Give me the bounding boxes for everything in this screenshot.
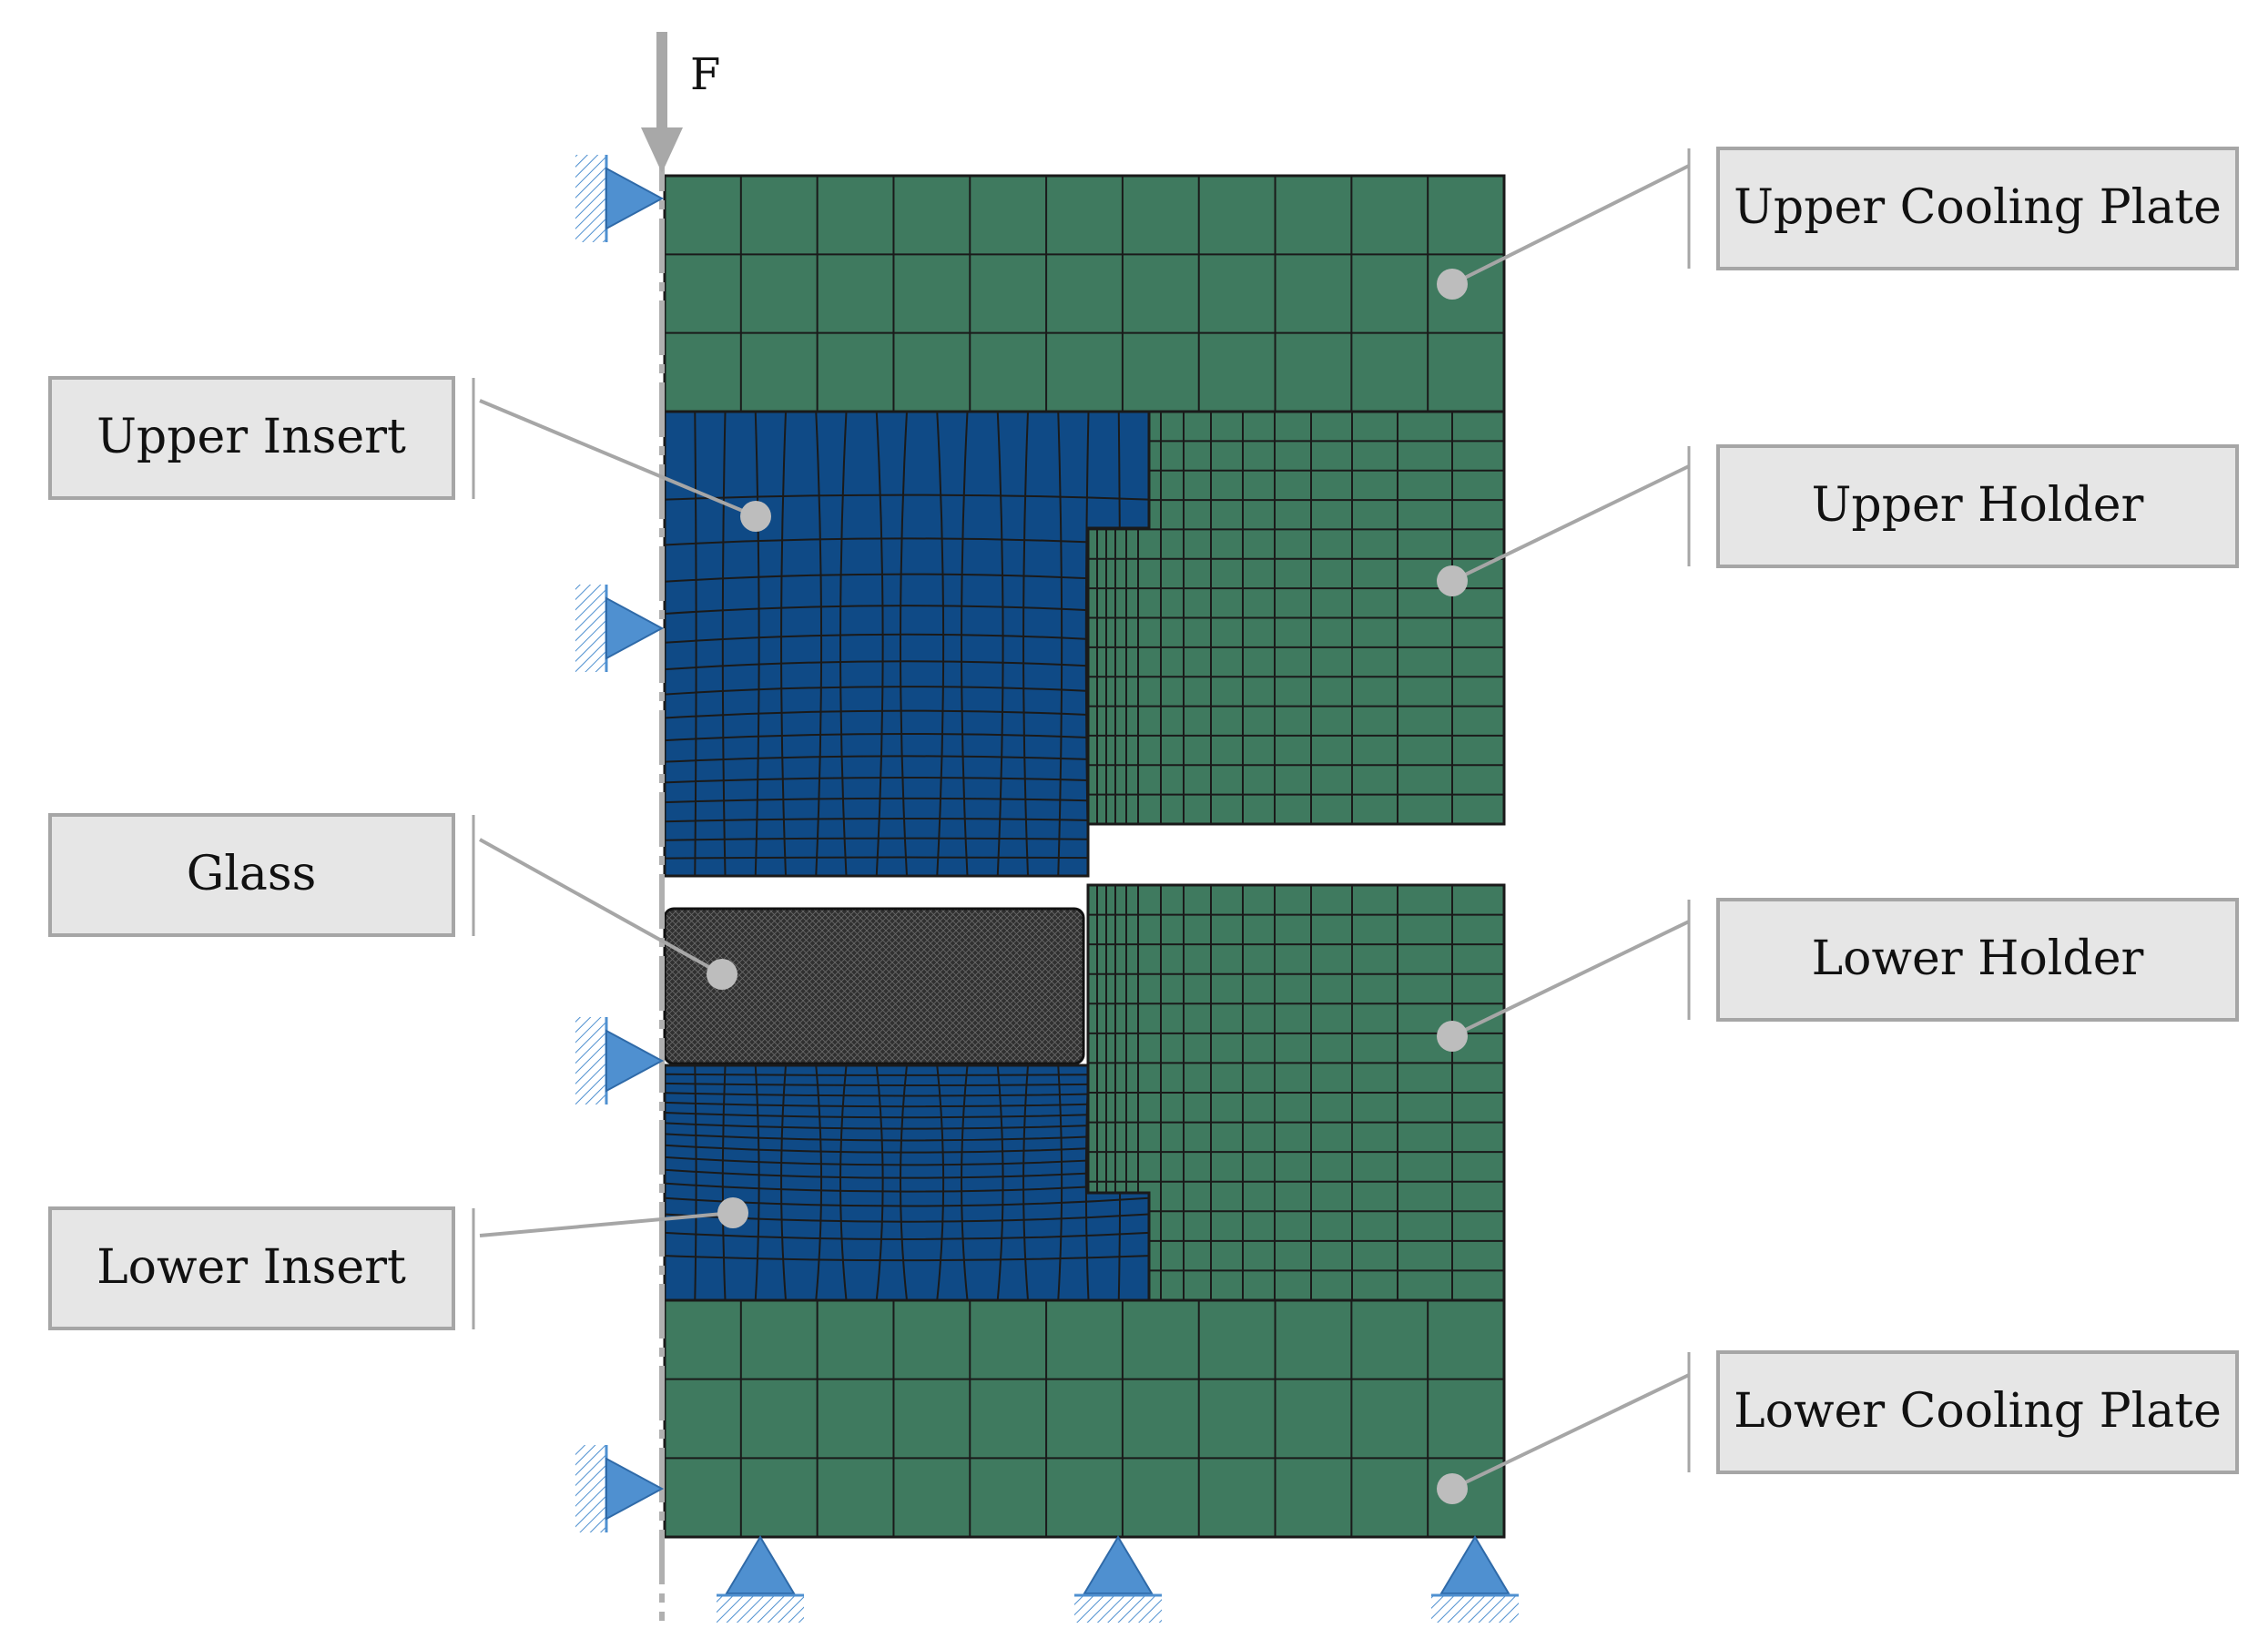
lower-cooling-plate-mesh <box>663 1298 1506 1539</box>
svg-text:Lower Insert: Lower Insert <box>97 1240 406 1295</box>
svg-text:Upper Cooling Plate: Upper Cooling Plate <box>1734 180 2222 235</box>
dot-lower-cooling-plate <box>1437 1473 1468 1504</box>
label-upper-holder: Upper Holder <box>1716 444 2239 568</box>
label-lower-cooling-plate: Lower Cooling Plate <box>1716 1350 2239 1474</box>
leader-lower-insert <box>479 1211 734 1237</box>
upper-insert-body <box>663 410 1151 878</box>
label-lower-insert: Lower Insert <box>48 1206 455 1330</box>
support-bottom-2-triangle <box>1083 1535 1154 1594</box>
lower-insert-body <box>663 1064 1151 1302</box>
support-side-4-triangle <box>605 1457 665 1521</box>
support-side-3-triangle <box>605 1029 665 1093</box>
leader-lines <box>472 148 1691 1504</box>
mesh-parts <box>663 174 1506 1539</box>
support-bottom-3 <box>1431 1535 1519 1623</box>
support-bottom-1-triangle <box>725 1535 796 1594</box>
label-glass: Glass <box>48 813 455 937</box>
support-side-1 <box>575 155 665 242</box>
svg-text:Lower Holder: Lower Holder <box>1812 931 2144 986</box>
svg-text:Lower Cooling Plate: Lower Cooling Plate <box>1734 1384 2222 1439</box>
support-bottom-2 <box>1074 1535 1162 1623</box>
support-side-2 <box>575 585 665 672</box>
svg-text:Upper Insert: Upper Insert <box>97 410 406 464</box>
support-side-3 <box>575 1017 665 1104</box>
lower-holder-mesh <box>1086 883 1506 1302</box>
lower-cooling-plate-body <box>663 1298 1506 1539</box>
dot-upper-cooling-plate <box>1437 269 1468 300</box>
upper-cooling-plate-body <box>663 174 1506 413</box>
boundary-supports <box>575 155 1519 1623</box>
leader-lower-holder <box>1451 920 1690 1038</box>
svg-text:Glass: Glass <box>187 847 317 901</box>
upper-holder-mesh <box>1086 410 1506 826</box>
dot-lower-insert <box>717 1197 748 1228</box>
support-side-1-triangle <box>605 167 665 230</box>
leader-lower-cooling-plate <box>1451 1373 1690 1491</box>
dot-upper-insert <box>740 501 771 532</box>
upper-insert-mesh-lines <box>665 412 1149 876</box>
dot-glass <box>707 959 737 990</box>
support-side-4 <box>575 1445 665 1532</box>
leader-glass <box>479 838 723 976</box>
leader-upper-insert <box>479 399 757 518</box>
upper-insert-mesh <box>663 410 1151 878</box>
lower-insert-mesh <box>663 1064 1151 1302</box>
label-upper-insert: Upper Insert <box>48 376 455 500</box>
support-bottom-3-triangle <box>1439 1535 1510 1594</box>
support-side-2-triangle <box>605 596 665 660</box>
label-upper-cooling-plate: Upper Cooling Plate <box>1716 147 2239 270</box>
dot-lower-holder <box>1437 1021 1468 1052</box>
dot-upper-holder <box>1437 565 1468 596</box>
force-label: F <box>690 49 720 100</box>
svg-text:Upper Holder: Upper Holder <box>1812 478 2144 533</box>
leader-upper-cooling-plate <box>1451 164 1690 286</box>
force-arrow <box>641 32 683 173</box>
support-bottom-1 <box>717 1535 804 1623</box>
leader-upper-holder <box>1451 464 1690 583</box>
label-lower-holder: Lower Holder <box>1716 898 2239 1022</box>
upper-cooling-plate-mesh <box>663 174 1506 413</box>
